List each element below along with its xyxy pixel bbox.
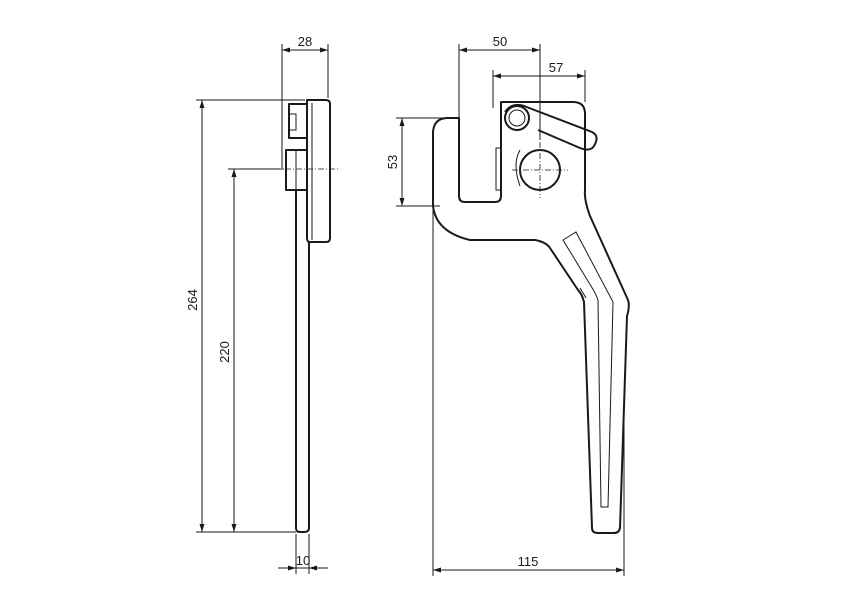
dimension-220: 220 [217,168,284,532]
dimension-label: 28 [298,34,312,49]
side-view-base-plate [306,99,331,243]
pivot-cam [504,103,598,151]
side-view [230,99,340,533]
dimension-50: 50 [458,34,541,140]
dimension-label: 53 [385,155,400,169]
dimension-264: 264 [185,99,305,533]
dimension-label: 57 [549,60,563,75]
dimension-label: 115 [518,554,539,569]
front-view [432,101,630,534]
handle-outline [432,101,630,534]
dimension-10: 10 [278,534,328,574]
side-view-cam-block [288,103,308,139]
dimension-57: 57 [492,60,586,108]
lever-slot [562,231,614,508]
side-view-lever [295,190,310,533]
dimension-28: 28 [281,34,329,168]
dimension-label: 50 [493,34,507,49]
side-view-spindle-boss [285,149,308,191]
dimension-label: 264 [185,289,200,311]
pivot-roller [504,105,530,131]
dimension-label: 10 [296,553,310,568]
dimension-label: 220 [217,341,232,363]
dimension-53: 53 [385,117,446,207]
dimension-115: 115 [432,210,625,576]
